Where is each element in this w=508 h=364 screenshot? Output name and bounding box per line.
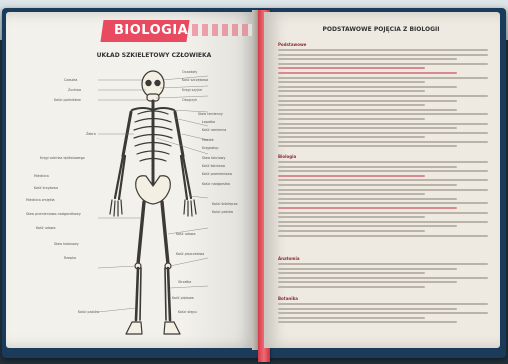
- label-kosci-palcow-left: Kości palców: [78, 310, 99, 314]
- label-miednica: Miednica: [34, 174, 49, 178]
- label-kosci-palcow-right: Kości palców: [212, 210, 233, 214]
- label-staw-promieniowo-nadgarstkowy: Staw promieniowo-nadgarstkowy: [26, 212, 81, 216]
- label-kosc-promieniowa: Kość promieniowa: [202, 172, 232, 176]
- label-kosc-piszczelowa: Kość piszczelowa: [176, 252, 204, 256]
- text-block-4: [278, 303, 488, 326]
- label-staw-lokciowy: Staw łokciowy: [202, 156, 225, 160]
- label-obojczyk: Obojczyk: [182, 98, 197, 102]
- label-kosc-szczekowa: Kość szczękowa: [182, 78, 208, 82]
- banner-stripe: [192, 24, 252, 36]
- right-page: PODSTAWOWE POJĘCIA Z BIOLOGII Podstawowe…: [264, 12, 500, 348]
- label-kosc-lokciowa: Kość łokciowa: [202, 164, 225, 168]
- section-heading-2: Biologia: [278, 154, 296, 159]
- label-kregi-ledzwiowe: Kręgi odcinka lędźwiowego: [40, 156, 85, 160]
- label-kregi-szyjne: Kręgi szyjne: [182, 88, 202, 92]
- label-mostek: Mostek: [202, 138, 214, 142]
- label-kosc-udowa-left: Kość udowa: [36, 226, 56, 230]
- label-czaszka: Czaszka: [64, 78, 77, 82]
- text-block-3: [278, 263, 488, 291]
- label-kosc-krzyzowa: Kość krzyżowa: [34, 186, 58, 190]
- label-zebra: Żebra: [86, 132, 96, 136]
- subject-banner-label: BIOLOGIA: [114, 23, 184, 38]
- label-kosc-udowa-right: Kość udowa: [176, 232, 196, 236]
- right-page-heading: PODSTAWOWE POJĘCIA Z BIOLOGII: [296, 26, 466, 33]
- text-block-2: [278, 161, 488, 239]
- label-staw-ramienny: Staw ramienny: [198, 112, 223, 116]
- section-heading-1: Podstawowe: [278, 42, 306, 47]
- left-page-heading: UKŁAD SZKIELETOWY CZŁOWIEKA: [64, 52, 244, 59]
- text-block-1: [278, 49, 488, 150]
- label-zuchwa: Żuchwa: [68, 88, 81, 92]
- label-kosc-pietowa: Kość piętowa: [172, 296, 194, 300]
- label-kosci-srodrecza: Kości śródręcza: [212, 202, 238, 206]
- label-kregoslup: Kręgosłup: [202, 146, 219, 150]
- label-oczodoly: Oczodoły: [182, 70, 197, 74]
- label-staw-kolanowy: Staw kolanowy: [54, 242, 79, 246]
- label-kosci-podniebne: Kości podniebne: [54, 98, 81, 102]
- label-miednica-zmiekla: Miednica zmiękła: [26, 198, 55, 202]
- label-kosci-stepu: Kości stępu: [178, 310, 197, 314]
- label-kosci-nadgarstka: Kości nadgarstka: [202, 182, 230, 186]
- section-heading-4: Botanika: [278, 296, 298, 301]
- label-lopatka: Łopatka: [202, 120, 215, 124]
- label-kosc-ramienna: Kość ramienna: [202, 128, 226, 132]
- label-strzalka: Strzałka: [178, 280, 191, 284]
- label-rzepka: Rzepka: [64, 256, 76, 260]
- left-page: BIOLOGIA UKŁAD SZKIELETOWY CZŁOWIEKA: [6, 12, 258, 348]
- section-heading-3: Anatomia: [278, 256, 300, 261]
